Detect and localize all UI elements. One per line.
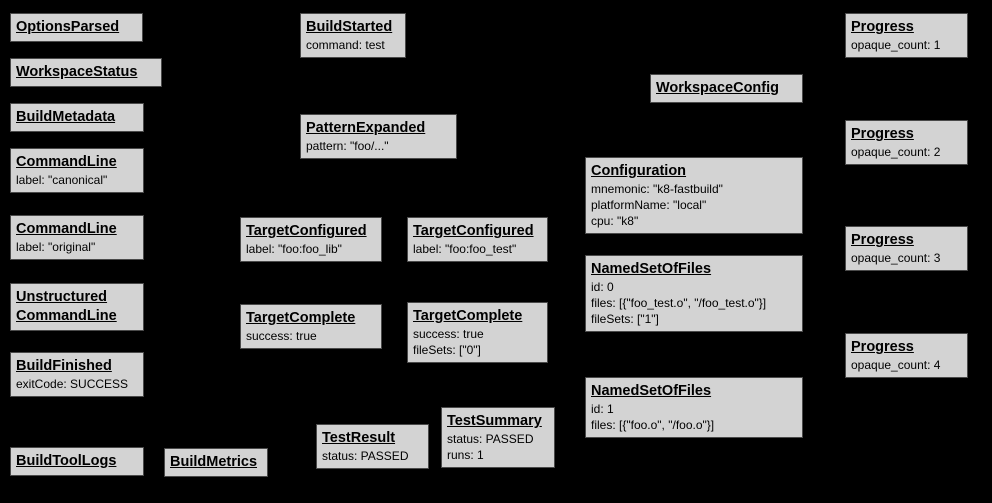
event-field: opaque_count: 4 <box>851 358 941 372</box>
event-field: success: true <box>246 329 317 343</box>
event-title: TargetComplete <box>413 308 523 324</box>
event-box-target-complete-foo-test: TargetComplete success: true fileSets: [… <box>407 302 548 363</box>
event-field: opaque_count: 2 <box>851 145 941 159</box>
event-title: Progress <box>851 339 914 355</box>
event-field: files: [{"foo_test.o", "/foo_test.o"}] <box>591 296 767 310</box>
event-box-progress-4: Progress opaque_count: 4 <box>845 333 968 378</box>
event-field: status: PASSED <box>447 432 534 446</box>
event-box-build-metrics: BuildMetrics <box>164 448 268 477</box>
event-box-named-set-of-files-1: NamedSetOfFiles id: 1 files: [{"foo.o", … <box>585 377 803 438</box>
event-box-command-line-original: CommandLine label: "original" <box>10 215 144 260</box>
event-box-workspace-config: WorkspaceConfig <box>650 74 803 103</box>
event-box-target-configured-foo-test: TargetConfigured label: "foo:foo_test" <box>407 217 548 262</box>
event-title: TargetConfigured <box>246 223 367 239</box>
event-box-workspace-status: WorkspaceStatus <box>10 58 162 87</box>
event-title: TargetConfigured <box>413 223 534 239</box>
event-title: BuildMetrics <box>170 454 258 470</box>
event-box-options-parsed: OptionsParsed <box>10 13 143 42</box>
event-field: id: 0 <box>591 280 614 294</box>
event-title: OptionsParsed <box>16 19 120 35</box>
event-title: CommandLine <box>16 154 117 170</box>
event-field: success: true <box>413 327 484 341</box>
event-field: cpu: "k8" <box>591 214 639 228</box>
event-box-build-finished: BuildFinished exitCode: SUCCESS <box>10 352 144 397</box>
event-title: Progress <box>851 126 914 142</box>
event-field: pattern: "foo/..." <box>306 139 389 153</box>
event-title: Configuration <box>591 163 687 179</box>
event-field: fileSets: ["0"] <box>413 343 481 357</box>
event-field: opaque_count: 1 <box>851 38 941 52</box>
event-title: TestSummary <box>447 413 542 429</box>
event-field: label: "foo:foo_lib" <box>246 242 342 256</box>
event-box-build-started: BuildStarted command: test <box>300 13 406 58</box>
event-field: runs: 1 <box>447 448 484 462</box>
event-box-progress-3: Progress opaque_count: 3 <box>845 226 968 271</box>
event-title: Progress <box>851 19 914 35</box>
event-box-test-summary: TestSummary status: PASSED runs: 1 <box>441 407 555 468</box>
event-field: id: 1 <box>591 402 614 416</box>
event-field: label: "foo:foo_test" <box>413 242 517 256</box>
event-title: NamedSetOfFiles <box>591 261 712 277</box>
event-title: CommandLine <box>16 221 117 237</box>
event-field: platformName: "local" <box>591 198 707 212</box>
event-title: PatternExpanded <box>306 120 426 136</box>
event-box-command-line-canonical: CommandLine label: "canonical" <box>10 148 144 193</box>
event-title: WorkspaceConfig <box>656 80 780 96</box>
event-field: label: "original" <box>16 240 96 254</box>
event-title: Progress <box>851 232 914 248</box>
event-box-configuration: Configuration mnemonic: "k8-fastbuild" p… <box>585 157 803 234</box>
event-title: Unstructured CommandLine <box>16 289 117 324</box>
event-title: NamedSetOfFiles <box>591 383 712 399</box>
event-box-target-configured-foo-lib: TargetConfigured label: "foo:foo_lib" <box>240 217 382 262</box>
event-box-unstructured-command-line: Unstructured CommandLine <box>10 283 144 331</box>
event-field: status: PASSED <box>322 449 409 463</box>
event-title: BuildMetadata <box>16 109 116 125</box>
event-title: TargetComplete <box>246 310 356 326</box>
event-field: mnemonic: "k8-fastbuild" <box>591 182 723 196</box>
event-field: fileSets: ["1"] <box>591 312 659 326</box>
event-box-named-set-of-files-0: NamedSetOfFiles id: 0 files: [{"foo_test… <box>585 255 803 332</box>
event-field: label: "canonical" <box>16 173 108 187</box>
event-box-test-result: TestResult status: PASSED <box>316 424 429 469</box>
event-title: TestResult <box>322 430 396 446</box>
event-box-target-complete-foo-lib: TargetComplete success: true <box>240 304 382 349</box>
event-title: BuildStarted <box>306 19 393 35</box>
event-box-build-tool-logs: BuildToolLogs <box>10 447 144 476</box>
event-field: files: [{"foo.o", "/foo.o"}] <box>591 418 715 432</box>
event-title: BuildFinished <box>16 358 112 374</box>
event-box-build-metadata: BuildMetadata <box>10 103 144 132</box>
event-title: BuildToolLogs <box>16 453 117 469</box>
event-box-progress-1: Progress opaque_count: 1 <box>845 13 968 58</box>
event-box-pattern-expanded: PatternExpanded pattern: "foo/..." <box>300 114 457 159</box>
event-field: exitCode: SUCCESS <box>16 377 129 391</box>
event-field: opaque_count: 3 <box>851 251 941 265</box>
event-field: command: test <box>306 38 385 52</box>
event-title: WorkspaceStatus <box>16 64 138 80</box>
event-box-progress-2: Progress opaque_count: 2 <box>845 120 968 165</box>
